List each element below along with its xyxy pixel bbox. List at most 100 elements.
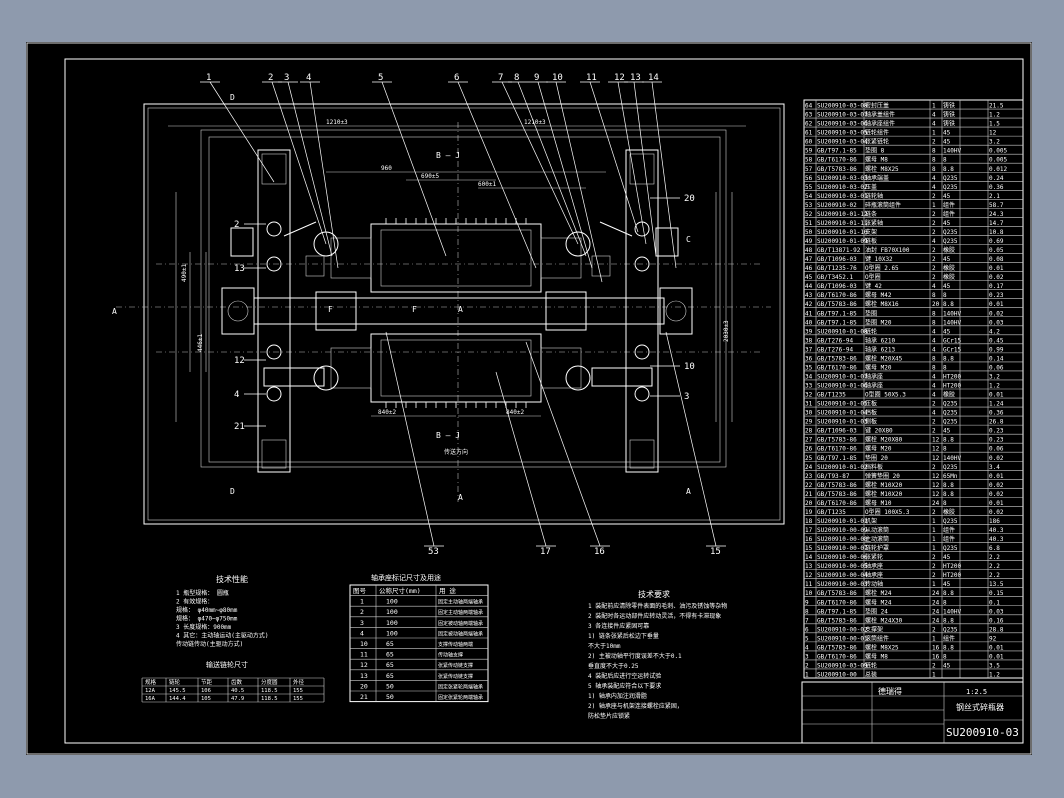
bom-cell: 组件 [943,634,955,642]
bom-cell: 垫圈 8 [865,147,885,155]
bom-cell: 45 [943,428,951,435]
bom-cell: GB/T97.1-85 [817,319,857,326]
bom-cell: GB/T6170-86 [817,446,857,453]
bom-cell: 0.012 [989,166,1007,173]
bearing-table-title: 轴承座标记尺寸及用途 [371,573,441,582]
bom-cell: 2 [932,554,936,561]
bom-cell: 8 [943,653,947,660]
bom-cell: 45 [943,256,951,263]
bom-cell: O型圈 [865,273,881,281]
bom-cell: 50 [805,229,813,236]
bom-cell: 螺母 M10 [865,499,892,507]
bom-cell: 40.3 [989,536,1004,543]
bom-cell: 0.23 [989,437,1004,444]
bom-cell: 张紧链轮 [865,138,889,146]
bom-cell: 14 [805,554,813,561]
size-table-header: 齿数 [231,678,243,686]
tech-right-item: 不大于10mm [588,642,621,650]
bom-cell: 4 [932,175,936,182]
bom-cell: SU200910-00-08 [817,536,868,543]
bom-cell: 2 [932,211,936,218]
tech-left-item: 4 其它：主动轴运动(主驱动方式) [176,632,268,640]
size-table-header: 链轮 [169,678,181,686]
bom-cell: GB/T5783-86 [817,166,857,173]
bom-cell: SU200910-01-08 [817,328,868,335]
bom-cell: 8 [943,599,947,606]
bom-cell: 螺母 M8 [865,156,888,164]
bom-cell: 8 [932,319,936,326]
bearing-table-cell: 支撑传动轴两端 [438,641,473,648]
bom-cell: 组件 [943,201,955,209]
bom-cell: 压盖 [865,183,877,191]
size-table-header: 分度圆 [261,678,278,686]
bom-cell: 12 [932,437,940,444]
bom-cell: GB/T276-94 [817,337,854,344]
bom-cell: 41 [805,310,813,317]
title-org: 德瑞得 [878,686,902,696]
size-table-header: 节距 [201,678,213,686]
bom-cell: 从动滚筒 [865,526,889,534]
bom-cell: GB/T6170-86 [817,653,857,660]
bom-cell: 轴承座 [865,562,883,570]
bom-cell: 140HV [943,310,961,317]
bom-cell: 38 [805,337,813,344]
bom-cell: 39 [805,328,813,335]
bom-cell: 6.8 [989,545,1000,552]
bom-cell: GB/T6170-86 [817,500,857,507]
size-table-cell: 118.5 [261,688,278,694]
bom-cell: 铸铁 [943,102,955,110]
tech-left-item: 3 长度规格：900mm [176,623,232,631]
bom-cell: 垫圈 24 [865,607,888,615]
bom-cell: GB/T13871-92 [817,247,861,254]
bom-cell: GB/T1235 [817,509,846,516]
bom-cell: 4 [932,410,936,417]
bom-cell: 键 20X80 [865,427,893,435]
bom-cell: 26.8 [989,419,1004,426]
bom-cell: 8 [943,292,947,299]
side-label-4: 4 [234,390,239,400]
bom-cell: 19 [805,509,813,516]
bom-cell: GB/T6170-86 [817,599,857,606]
bom-cell: 2 [932,626,936,633]
c-right: C [686,235,691,244]
bom-cell: SU200910-03-05 [817,130,868,137]
bom-cell: 46 [805,265,813,272]
bearing-table-cell: 100 [386,619,398,627]
tech-left-item: 1 瓶型规格： 圆瓶 [176,589,229,597]
bom-cell: 59 [805,148,813,155]
bearing-table-cell: 固定张紧轮两端轴承 [438,694,483,701]
balloon-3: 3 [284,73,289,83]
bom-cell: 45 [943,554,951,561]
dim-left1: 490±1 [181,264,188,282]
bom-cell: 57 [805,166,813,173]
bearing-table-cell: 2 [360,608,364,616]
bom-cell: 挡板 [865,409,877,417]
bom-cell: 2.1 [989,193,1000,200]
balloon-12: 12 [614,73,625,83]
bom-cell: 1.2 [989,383,1000,390]
bom-cell: GB/T6170-86 [817,364,857,371]
bom-cell: Q235 [943,545,958,552]
bom-cell: 8 [932,148,936,155]
bom-cell: Q235 [943,175,958,182]
upper-roller [370,223,542,293]
bearing-table-cell: 固定被动轴两端轴承 [438,630,483,637]
bom-cell: 45 [943,662,951,669]
bom-cell: O型圈 50X5.3 [865,391,906,399]
center-a: A [458,305,463,314]
size-table-cell: 105 [201,696,211,702]
bom-cell: 22 [805,482,813,489]
bom-cell: 螺栓 M10X20 [865,490,903,498]
bom-cell: 140HV [943,608,961,615]
bom-cell: 0.06 [989,446,1004,453]
bom-cell: GB/T1096-03 [817,256,857,263]
size-table-cell: 145.5 [169,688,186,694]
side-label-13: 13 [234,264,245,274]
dim-right1: 2030±3 [723,320,730,342]
bom-cell: GB/T97.1-85 [817,455,857,462]
bom-cell: SU200910-03-06 [817,121,868,128]
main-view [116,103,785,525]
bom-cell: 63 [805,112,813,119]
